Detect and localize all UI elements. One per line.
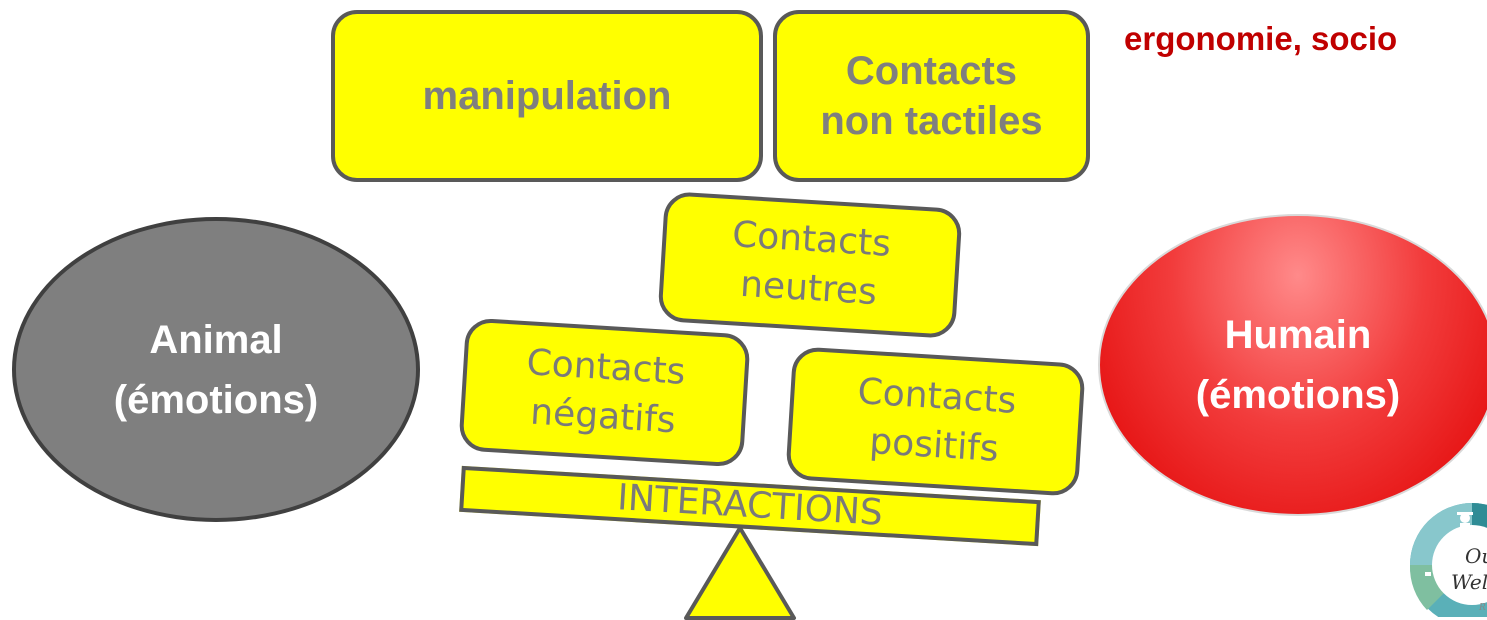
logo-text-line1: Ou — [1465, 544, 1487, 568]
contacts-neutres-box: Contacts neutres — [657, 191, 963, 339]
logo-text-line2: Wel — [1451, 570, 1487, 594]
contacts-neutres-line2: neutres — [739, 263, 879, 314]
animal-line2: (émotions) — [113, 377, 319, 422]
logo-small-text: R — [1479, 603, 1486, 613]
fulcrum-triangle — [684, 526, 796, 620]
contacts-non-tactiles-box: Contacts non tactiles — [773, 10, 1090, 182]
contacts-non-tactiles-line2: non tactiles — [820, 99, 1043, 143]
humain-line1: Humain — [1224, 313, 1372, 357]
animal-line1: Animal — [149, 317, 283, 362]
heading-text: ergonomie, socio — [1124, 20, 1398, 57]
humain-ellipse: Humain (émotions) — [1098, 214, 1487, 516]
contacts-negatifs-line2: négatifs — [529, 391, 677, 441]
animal-ellipse: Animal (émotions) — [12, 217, 420, 522]
logo: Ou Wel R — [1407, 500, 1487, 617]
contacts-positifs-line2: positifs — [868, 420, 1000, 470]
contacts-negatifs-box: Contacts négatifs — [458, 317, 751, 468]
contacts-non-tactiles-line1: Contacts — [845, 49, 1018, 93]
manipulation-box: manipulation — [331, 10, 763, 182]
farmer-icon — [1457, 512, 1473, 531]
humain-line2: (émotions) — [1195, 373, 1401, 417]
contacts-positifs-box: Contacts positifs — [785, 346, 1086, 497]
manipulation-label: manipulation — [422, 74, 672, 118]
